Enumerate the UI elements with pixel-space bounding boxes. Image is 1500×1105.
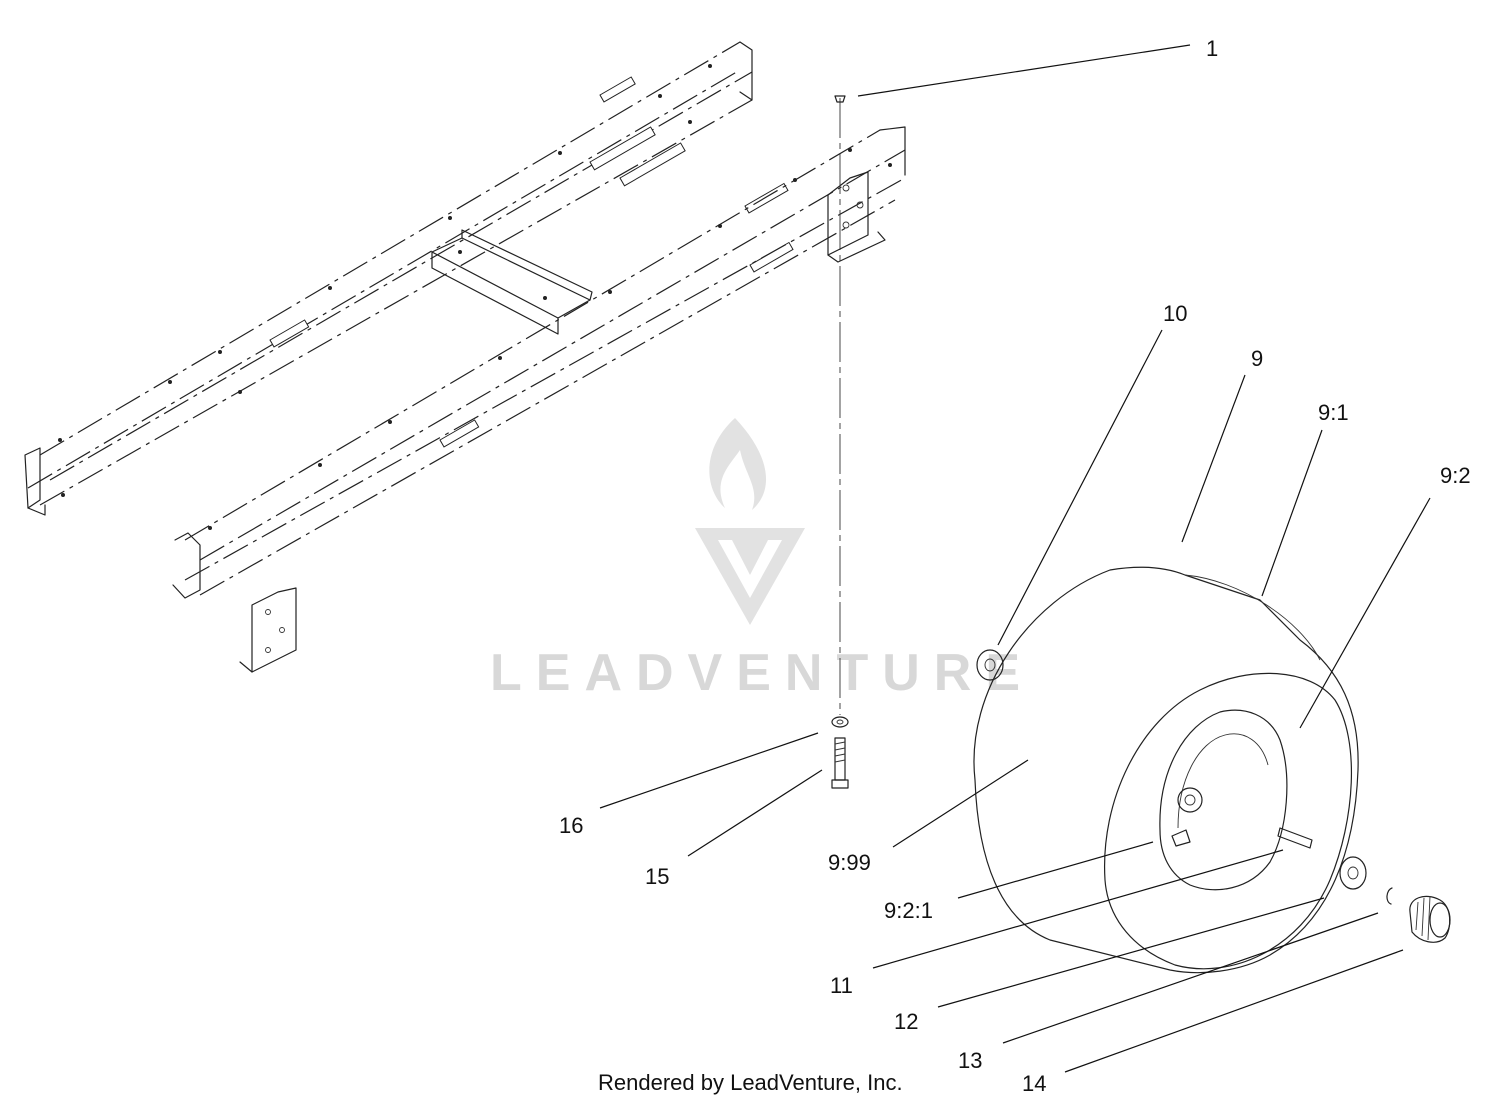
leader-9-99: [892, 759, 1029, 848]
wheel-assembly: [973, 566, 1359, 974]
callout-14: 14: [1022, 1071, 1046, 1096]
leader-13: [1002, 912, 1379, 1044]
leader-10: [997, 329, 1163, 646]
axle-mount-bracket: [827, 171, 886, 263]
frame-rail-lower: [172, 126, 906, 599]
callout-11: 11: [830, 973, 853, 998]
leader-9-1: [1261, 429, 1323, 597]
rail-holes: [58, 64, 712, 497]
washer-part-10: [976, 649, 1004, 681]
callout-9-2: 9:2: [1440, 463, 1471, 488]
leader-1: [857, 44, 1191, 97]
watermark: LEADVENTURE: [490, 418, 1034, 702]
callout-9-99: 9:99: [828, 850, 871, 875]
cross-member: [431, 229, 593, 335]
lower-rail-holes: [208, 148, 892, 530]
leader-9: [1181, 374, 1246, 543]
callout-9: 9: [1251, 346, 1263, 371]
leader-11: [872, 849, 1284, 969]
callout-10: 10: [1163, 301, 1187, 326]
leader-15: [687, 769, 823, 857]
callout-9-2-1: 9:2:1: [884, 898, 933, 923]
side-plate-bracket: [239, 587, 297, 673]
leader-9-2: [1299, 497, 1431, 729]
cap-part-14: [1409, 895, 1451, 943]
callout-13: 13: [958, 1048, 982, 1073]
washer-part-16: [831, 716, 849, 728]
pin-part-1: [834, 95, 846, 103]
watermark-text: LEADVENTURE: [490, 644, 1034, 702]
callout-9-1: 9:1: [1318, 400, 1349, 425]
key-part-11: [1277, 827, 1313, 849]
callout-labels: 1 9 9:1 9:2 9:2:1 9:99 10 11 12 13 14 15…: [559, 36, 1471, 1096]
rail-slots: [269, 76, 794, 448]
washer-part-12: [1339, 856, 1367, 890]
retaining-ring-part-13: [1386, 887, 1393, 905]
callout-1: 1: [1206, 36, 1218, 61]
leader-lines: [599, 44, 1431, 1073]
leadventure-logo-icon: [695, 418, 805, 625]
callout-16: 16: [559, 813, 583, 838]
callout-15: 15: [645, 864, 669, 889]
leader-14: [1064, 949, 1404, 1073]
leader-12: [937, 897, 1325, 1008]
frame-rail-upper: [24, 41, 794, 516]
callout-12: 12: [894, 1009, 918, 1034]
leader-9-2-1: [957, 841, 1154, 899]
footer-credit: Rendered by LeadVenture, Inc.: [598, 1070, 903, 1095]
bolt-part-15: [831, 737, 849, 789]
leader-16: [599, 732, 819, 809]
